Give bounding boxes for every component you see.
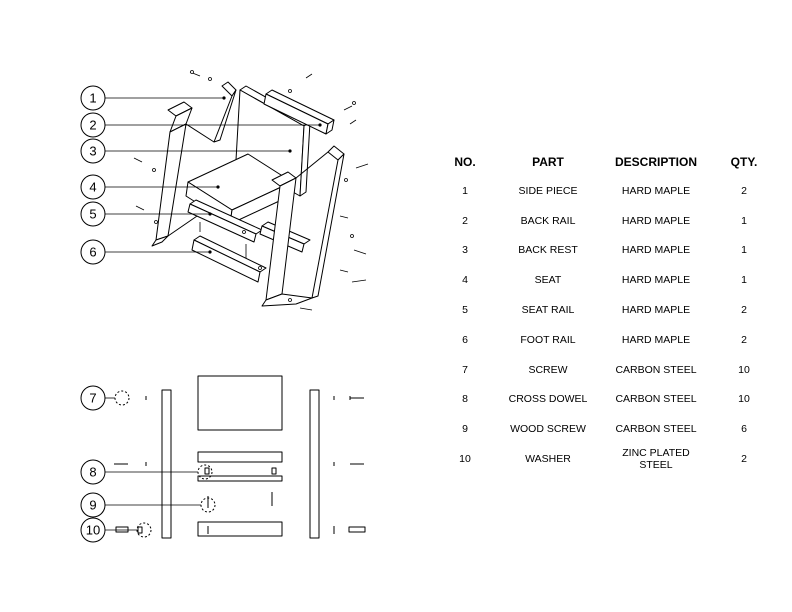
table-row: 3 BACK REST HARD MAPLE 1 [440,236,782,266]
cell-no: 10 [459,453,471,466]
callout-7: 7 [80,385,106,411]
cell-no: 4 [462,274,468,287]
cell-part: WOOD SCREW [510,423,586,436]
cell-qty: 6 [741,423,747,436]
callout-9: 9 [80,492,106,518]
cell-qty: 10 [738,393,750,406]
header-no: NO. [454,155,476,169]
callout-number: 7 [89,391,96,406]
table-row: 8 CROSS DOWEL CARBON STEEL 10 [440,385,782,415]
cell-part: SIDE PIECE [518,184,578,197]
left-side-piece [151,81,237,247]
callout-number: 5 [89,207,96,222]
cell-part: BACK RAIL [520,214,576,227]
callout-5: 5 [80,201,106,227]
cell-part: SCREW [528,363,568,376]
cell-part: FOOT RAIL [520,333,576,346]
back-rail-part [263,89,335,135]
table-row: 10 WASHER ZINC PLATED STEEL 2 [440,444,782,474]
callout-1: 1 [80,85,106,111]
callout-number: 8 [89,465,96,480]
callout-6: 6 [80,239,106,265]
callout-2: 2 [80,112,106,138]
cell-no: 5 [462,304,468,317]
callout-number: 3 [89,144,96,159]
cell-no: 2 [462,214,468,227]
table-header-row: NO. PART DESCRIPTION QTY. [440,148,782,176]
cell-no: 8 [462,393,468,406]
cell-description: CARBON STEEL [615,423,697,436]
callout-number: 10 [86,523,100,538]
table-row: 6 FOOT RAIL HARD MAPLE 2 [440,325,782,355]
cell-part: CROSS DOWEL [508,393,588,406]
cell-qty: 2 [741,333,747,346]
cell-description: HARD MAPLE [621,274,691,287]
cell-qty: 1 [741,214,747,227]
parts-list-table: NO. PART DESCRIPTION QTY. 1 SIDE PIECE HAR… [440,148,782,474]
cell-description: CARBON STEEL [615,363,697,376]
cell-description: HARD MAPLE [621,214,691,227]
cell-no: 7 [462,363,468,376]
callout-number: 1 [89,91,96,106]
callout-10: 10 [80,517,106,543]
cell-qty: 1 [741,274,747,287]
callout-number: 9 [89,498,96,513]
table-row: 5 SEAT RAIL HARD MAPLE 2 [440,295,782,325]
header-qty: QTY. [730,155,758,169]
cell-qty: 1 [741,244,747,257]
table-row: 1 SIDE PIECE HARD MAPLE 2 [440,176,782,206]
cell-qty: 2 [741,304,747,317]
callout-number: 2 [89,118,96,133]
callout-number: 4 [89,180,96,195]
cell-part: SEAT [534,274,562,287]
cell-description: HARD MAPLE [621,184,691,197]
callout-4: 4 [80,174,106,200]
right-side-piece [261,145,345,307]
callout-3: 3 [80,138,106,164]
cell-no: 3 [462,244,468,257]
cell-description: HARD MAPLE [621,333,691,346]
cell-part: SEAT RAIL [521,304,575,317]
cell-description: HARD MAPLE [621,304,691,317]
table-row: 2 BACK RAIL HARD MAPLE 1 [440,206,782,236]
cell-qty: 10 [738,363,750,376]
cell-part: BACK REST [518,244,578,257]
leader-dots [208,96,322,254]
table-row: 7 SCREW CARBON STEEL 10 [440,355,782,385]
callout-8: 8 [80,459,106,485]
leader-lines [105,97,320,531]
foot-rail-part [191,235,267,283]
callout-number: 6 [89,245,96,260]
cell-description: HARD MAPLE [621,244,691,257]
cell-qty: 2 [741,184,747,197]
header-part: PART [532,155,564,169]
header-description: DESCRIPTION [614,155,697,169]
cell-qty: 2 [741,453,747,466]
cell-part: WASHER [525,453,571,466]
cell-description: CARBON STEEL [615,393,697,406]
cell-no: 1 [462,184,468,197]
table-row: 4 SEAT HARD MAPLE 1 [440,265,782,295]
exploded-hardware [133,70,369,311]
cell-no: 6 [462,333,468,346]
table-row: 9 WOOD SCREW CARBON STEEL 6 [440,414,782,444]
cell-description: ZINC PLATED STEEL [622,447,690,472]
cell-no: 9 [462,423,468,436]
front-view [114,375,366,539]
